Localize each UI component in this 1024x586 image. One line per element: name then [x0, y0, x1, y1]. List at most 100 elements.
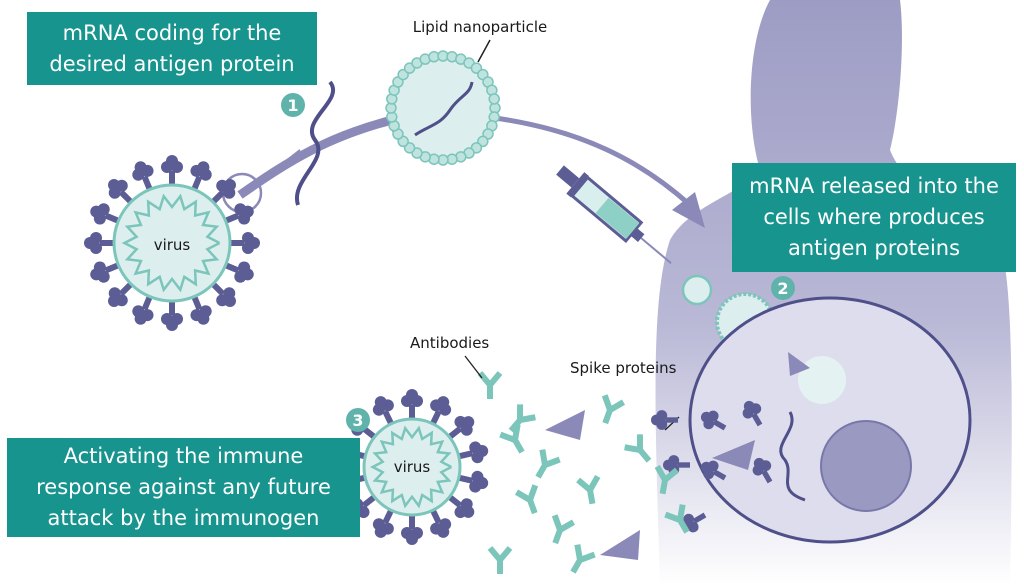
spike-protein — [190, 295, 212, 325]
syringe-icon — [556, 165, 672, 264]
spike-lobe — [241, 205, 254, 218]
step2-line: antigen proteins — [787, 236, 961, 260]
released-mrna — [779, 411, 806, 502]
spike-lobe — [197, 312, 210, 325]
step1-line: desired antigen protein — [49, 51, 295, 76]
step2-line: cells where produces — [763, 205, 985, 229]
step-badge-3 — [346, 408, 370, 432]
spike-protein — [230, 232, 260, 254]
spike-stem — [118, 281, 134, 297]
spike-protein — [190, 161, 212, 191]
antibody-icon — [477, 371, 503, 399]
small-lnp — [681, 274, 713, 306]
step1-caption-box: mRNA coding for the desired antigen prot… — [27, 12, 317, 85]
antibody-shape — [654, 464, 679, 495]
spike-lobe — [753, 457, 765, 469]
cell-membrane — [688, 296, 972, 544]
spike-stem — [677, 462, 690, 468]
antibody-shape — [624, 434, 652, 463]
spike-stem — [761, 469, 773, 484]
label-antibodies: Antibodies — [410, 334, 489, 352]
spike-lobe — [437, 396, 450, 409]
spike-lobe — [90, 205, 103, 218]
spike-lobe — [462, 505, 475, 518]
antibody-shape — [551, 514, 576, 545]
virus-rna-zigzag — [369, 425, 452, 509]
antibody-shape — [487, 546, 513, 574]
spike-stem — [447, 494, 463, 509]
spike-lobe — [406, 533, 418, 545]
spike-stem — [169, 171, 175, 185]
antibodies-pointer — [464, 355, 483, 379]
spike-stem — [665, 417, 678, 423]
step2-caption-box: mRNA released into the cells where produ… — [732, 163, 1016, 272]
mrna-strand — [294, 80, 335, 206]
arrow-out-1 — [545, 410, 585, 440]
spike-lobe — [197, 161, 210, 174]
spike-lobe — [437, 525, 450, 538]
step1-line: mRNA coding for the — [62, 20, 282, 45]
antibody-icon — [508, 404, 536, 433]
spike-stem — [692, 512, 707, 524]
antibody-shape — [601, 394, 626, 425]
spike-stem — [210, 281, 226, 297]
spike-protein — [447, 415, 475, 440]
spike-stem — [447, 425, 463, 440]
spike-stem — [169, 301, 175, 315]
antibody-shape — [664, 504, 690, 534]
arrow-lnp-to-body — [494, 115, 692, 207]
step3-caption-box: Activating the immune response against a… — [7, 438, 360, 537]
antibody-shape — [570, 544, 596, 574]
arrow-head-2 — [672, 192, 705, 228]
antibody-shape — [477, 371, 503, 399]
spike-stem — [751, 412, 763, 427]
spike-stem — [224, 262, 240, 274]
step-badge-2 — [771, 276, 795, 300]
spike-stem — [430, 409, 442, 426]
spike-protein — [108, 179, 134, 205]
label-virus-2: virus — [394, 458, 431, 476]
antibody-icon — [601, 394, 626, 425]
antibody-icon — [535, 449, 561, 479]
spike-protein — [108, 281, 134, 307]
step-badge-1 — [281, 93, 305, 117]
spike-lobe — [166, 155, 178, 167]
spike-lobe — [700, 461, 712, 473]
spike-stem — [712, 419, 727, 431]
spike-lobe — [743, 400, 755, 412]
spike-stem — [382, 508, 394, 525]
spike-lobe — [374, 525, 387, 538]
spike-lobe — [223, 294, 236, 307]
spike-stem — [224, 212, 240, 224]
antibody-icon — [576, 474, 601, 505]
spike-lobe — [700, 411, 712, 423]
step-number-3: 3 — [352, 411, 363, 430]
spike-stem — [409, 515, 415, 529]
spike-protein — [84, 232, 114, 254]
spike-protein — [161, 301, 183, 331]
spike-protein — [372, 396, 394, 426]
spike-protein — [650, 410, 678, 430]
arrow-virus-to-lnp — [237, 113, 402, 199]
spike-stem — [141, 175, 153, 191]
spike-protein — [458, 470, 489, 493]
spike-lobe — [90, 268, 103, 281]
spike-lobe — [662, 459, 674, 471]
spike-lobe — [374, 396, 387, 409]
step3-line: response against any future — [36, 475, 331, 499]
antibody-shape — [514, 484, 539, 515]
spike-stem — [210, 189, 226, 205]
spike-protein — [224, 261, 254, 283]
spike-protein — [430, 508, 452, 538]
spike-protein — [458, 441, 489, 464]
antibody-shape — [535, 449, 561, 479]
step2-line: mRNA released into the — [749, 174, 999, 198]
step-number-1: 1 — [287, 96, 298, 115]
spike-lobe — [248, 237, 260, 249]
spike-protein — [132, 295, 154, 325]
spike-stem — [118, 189, 134, 205]
spike-protein — [700, 460, 727, 481]
antibody-icon — [654, 464, 679, 495]
